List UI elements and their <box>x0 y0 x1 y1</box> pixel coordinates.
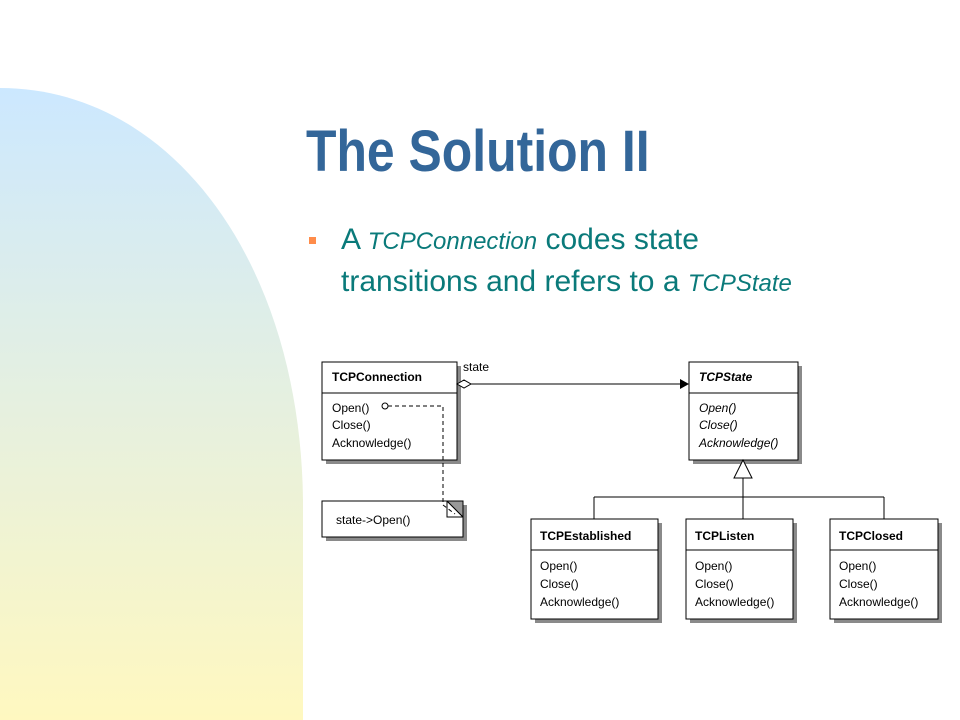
class-tcplisten-op: Close() <box>695 577 734 591</box>
class-tcpestablished-op: Open() <box>540 559 577 573</box>
class-tcpclosed: TCPClosed Open() Close() Acknowledge() <box>829 518 939 620</box>
class-tcpestablished: TCPEstablished Open() Close() Acknowledg… <box>530 518 659 620</box>
class-tcpestablished-op: Close() <box>540 577 579 591</box>
class-tcpconnection-op: Acknowledge() <box>332 436 411 450</box>
bullet-line2: transitions and refers to a <box>341 265 680 298</box>
implementation-note: state->Open() <box>321 500 464 538</box>
class-tcpstate-op: Acknowledge() <box>698 436 778 450</box>
class-tcpconnection: TCPConnection Open() Close() Acknowledge… <box>321 361 458 461</box>
class-tcpclosed-op: Open() <box>839 559 876 573</box>
state-association: state <box>455 360 689 389</box>
slide-title: The Solution II <box>306 119 650 184</box>
class-tcpclosed-name: TCPClosed <box>839 529 903 543</box>
bullet-text: A TCPConnection codes state transitions … <box>341 220 941 304</box>
class-tcplisten-name: TCPListen <box>695 529 754 543</box>
class-tcpconnection-op: Open() <box>332 401 369 415</box>
class-tcpstate-name: TCPState <box>699 370 753 384</box>
class-tcpconnection-op: Close() <box>332 418 371 432</box>
association-label: state <box>463 360 489 374</box>
bullet-class-a: TCPConnection <box>367 228 538 255</box>
class-tcpclosed-op: Acknowledge() <box>839 595 918 609</box>
class-tcpstate-op: Close() <box>699 418 738 432</box>
class-tcplisten-op: Open() <box>695 559 732 573</box>
inheritance-tree <box>593 458 885 519</box>
class-tcplisten-op: Acknowledge() <box>695 595 774 609</box>
class-tcpclosed-op: Close() <box>839 577 878 591</box>
class-tcpconnection-name: TCPConnection <box>332 370 422 384</box>
bullet-middle: codes state <box>545 223 699 256</box>
bullet-prefix: A <box>341 223 360 256</box>
class-tcplisten: TCPListen Open() Close() Acknowledge() <box>685 518 794 620</box>
class-tcpestablished-op: Acknowledge() <box>540 595 619 609</box>
class-tcpestablished-name: TCPEstablished <box>540 529 631 543</box>
class-tcpstate-op: Open() <box>699 401 736 415</box>
bullet-marker <box>309 237 316 244</box>
class-tcpstate: TCPState Open() Close() Acknowledge() <box>688 361 799 461</box>
bullet-class-b: TCPState <box>687 270 792 297</box>
note-text: state->Open() <box>336 513 410 527</box>
note-connector <box>381 402 456 515</box>
